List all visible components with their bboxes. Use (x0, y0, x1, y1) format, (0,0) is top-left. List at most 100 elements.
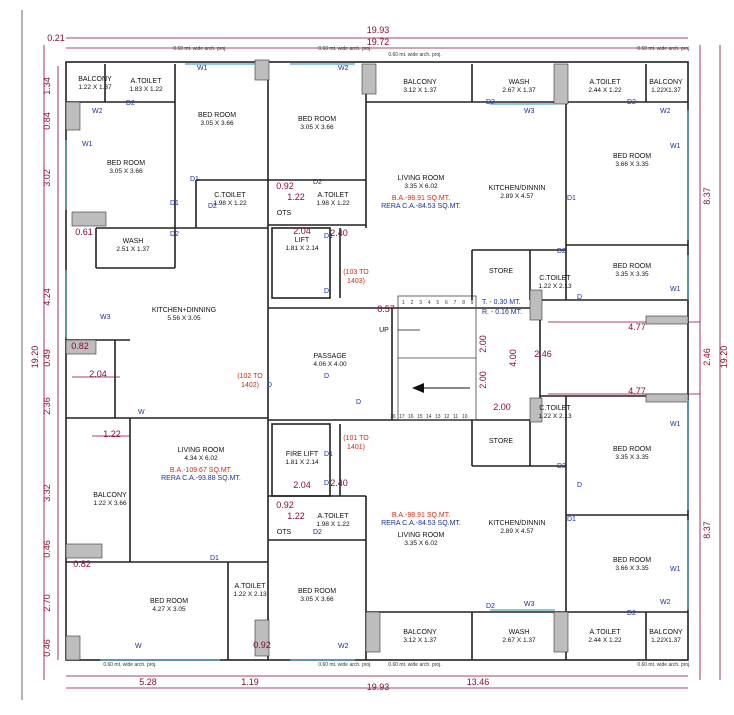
door-mark: D (356, 399, 361, 406)
door-mark: D2 (208, 203, 217, 210)
room-size-living-top-right: 3.35 X 6.02 (404, 183, 438, 190)
dim-bot-left: 5.28 (139, 677, 157, 687)
dim-in-061: 0.61 (75, 227, 93, 237)
room-size-balcony-bot-right: 1.22X1.37 (651, 637, 681, 644)
window-mark: W1 (670, 143, 681, 150)
room-size-passage: 4.06 X 4.00 (313, 361, 347, 368)
room-name-kitchen-bot-right: KITCHEN/DINNIN (489, 520, 546, 527)
dim-in-092a: 0.92 (276, 181, 294, 191)
dim-in-122: 1.22 (103, 429, 121, 439)
door-mark: D (324, 480, 329, 487)
arch-projection-note: 0.60 mt. wide arch. proj. (103, 662, 156, 668)
door-mark: D2 (313, 179, 322, 186)
room-size-atoilet-top-left: 1.83 X 1.22 (129, 86, 163, 93)
room-size-balcony-bot-mid: 3.12 X 1.37 (403, 637, 437, 644)
room-name-bedroom-tr-2: BED ROOM (613, 263, 651, 270)
dim-top-inner: 19.72 (367, 37, 390, 47)
stair-step-bottom: 12 (444, 414, 450, 420)
dim-left-302: 3.02 (42, 169, 52, 187)
dim-right-top: 8.37 (702, 187, 712, 205)
room-size-bedroom-tr-2: 3.35 X 3.35 (615, 271, 649, 278)
window-mark: W1 (197, 65, 208, 72)
stair-step-bottom: 10 (462, 414, 468, 420)
room-size-atoilet-bot-left: 1.22 X 2.13 (233, 591, 267, 598)
built-area-area-left: B.A.-109.67 SQ.MT. (170, 467, 232, 474)
dim-left-270: 2.70 (42, 594, 52, 612)
dim-in-092b: 0.92 (276, 500, 294, 510)
room-name-bedroom-br-1: BED ROOM (613, 446, 651, 453)
dim-in-204b: 2.04 (293, 226, 311, 236)
dim-left-084: 0.84 (42, 112, 52, 130)
room-size-ctoilet-top: 1.98 X 1.22 (213, 200, 247, 207)
window-mark: W2 (660, 108, 671, 115)
room-size-ctoilet-tr: 1.22 X 2.13 (538, 283, 572, 290)
dim-right-overall: 19.20 (719, 346, 729, 369)
dim-left-049: 0.49 (42, 349, 52, 367)
room-name-bedroom-bot-left: BED ROOM (150, 598, 188, 605)
room-size-bedroom-bot-left: 4.27 X 3.05 (152, 606, 186, 613)
room-name-ctoilet-top: C.TOILET (214, 192, 246, 199)
window-mark: W3 (524, 601, 535, 608)
dim-in-122a: 1.22 (287, 192, 305, 202)
room-name-ctoilet-br: C.TOILET (539, 405, 571, 412)
room-name-wash-left: WASH (123, 238, 144, 245)
stair-step-top: 6 (445, 300, 448, 306)
stair-step-bottom: 14 (426, 414, 432, 420)
stair-step-bottom: 16 (390, 414, 396, 420)
room-name-bedroom-tr-1: BED ROOM (613, 153, 651, 160)
stair-arrow (398, 329, 470, 393)
stair-dim-width: 8.57 (377, 304, 395, 314)
room-size-bedroom-tl-2: 3.05 X 3.66 (300, 124, 334, 131)
stair-step-top: 3 (419, 300, 422, 306)
dim-in-092c: 0.92 (253, 640, 271, 650)
window-mark: W (135, 643, 142, 650)
dim-bot-right: 13.46 (467, 677, 490, 687)
flat-range-flat-1403: (103 TO (343, 269, 369, 276)
door-mark: D2 (486, 99, 495, 106)
room-size-balcony-top-mid: 3.12 X 1.37 (403, 87, 437, 94)
stair-dim-3: 4.00 (508, 349, 518, 367)
room-size-wash-bot-right: 2.67 X 1.37 (502, 637, 536, 644)
flat-range-end-flat-1401: 1401) (347, 444, 365, 451)
door-mark: D (324, 288, 329, 295)
window-mark: W2 (660, 599, 671, 606)
dim-top-offset: 0.21 (47, 33, 65, 43)
door-mark: D2 (627, 99, 636, 106)
door-mark: D1 (190, 176, 199, 183)
room-name-atoilet-top-mid: A.TOILET (318, 192, 350, 199)
flat-range-flat-1401: (101 TO (343, 435, 369, 442)
door-mark: D2 (170, 231, 179, 238)
room-size-lift: 1.81 X 2.14 (285, 245, 319, 252)
stair-step-bottom: 17 (399, 414, 405, 420)
ots-label-top: OTS (277, 210, 292, 217)
door-mark: D2 (126, 100, 135, 107)
window-mark: W2 (338, 643, 349, 650)
room-name-atoilet-bot-right: A.TOILET (590, 629, 622, 636)
room-name-bedroom-tl-2: BED ROOM (298, 116, 336, 123)
dim-left-424: 4.24 (42, 288, 52, 306)
room-name-firelift: FIRE LIFT (286, 451, 319, 458)
window-mark: W (138, 409, 145, 416)
room-name-ctoilet-tr: C.TOILET (539, 275, 571, 282)
flat-range-flat-1402: (102 TO (237, 373, 263, 380)
stair-tread: T. - 0.30 MT. (482, 299, 521, 306)
stair-step-top: 7 (454, 300, 457, 306)
room-size-atoilet-bot-right: 2.44 X 1.22 (588, 637, 622, 644)
room-size-bedroom-tr-1: 3.66 X 3.35 (615, 161, 649, 168)
room-name-kitchen-top-right: KITCHEN/DINNIN (489, 185, 546, 192)
flat-range-end-flat-1402: 1402) (241, 382, 259, 389)
stair-dim-4: 2.00 (493, 402, 511, 412)
window-mark: W3 (100, 314, 111, 321)
stair-riser: R. - 0.16 MT. (482, 309, 522, 316)
dim-right-mid: 2.46 (702, 348, 712, 366)
rera-area-area-left: RERA C.A.-93.88 SQ.MT. (161, 475, 241, 482)
window-mark: W1 (670, 286, 681, 293)
room-name-atoilet-bot-left: A.TOILET (235, 583, 267, 590)
dim-in-122b: 1.22 (287, 511, 305, 521)
room-name-kitchen-left: KITCHEN+DINNING (152, 307, 216, 314)
dim-in-477a: 4.77 (628, 322, 646, 332)
window-mark: W1 (82, 141, 93, 148)
dim-in-477b: 4.77 (628, 386, 646, 396)
dim-in-240a: 2.40 (330, 228, 348, 238)
